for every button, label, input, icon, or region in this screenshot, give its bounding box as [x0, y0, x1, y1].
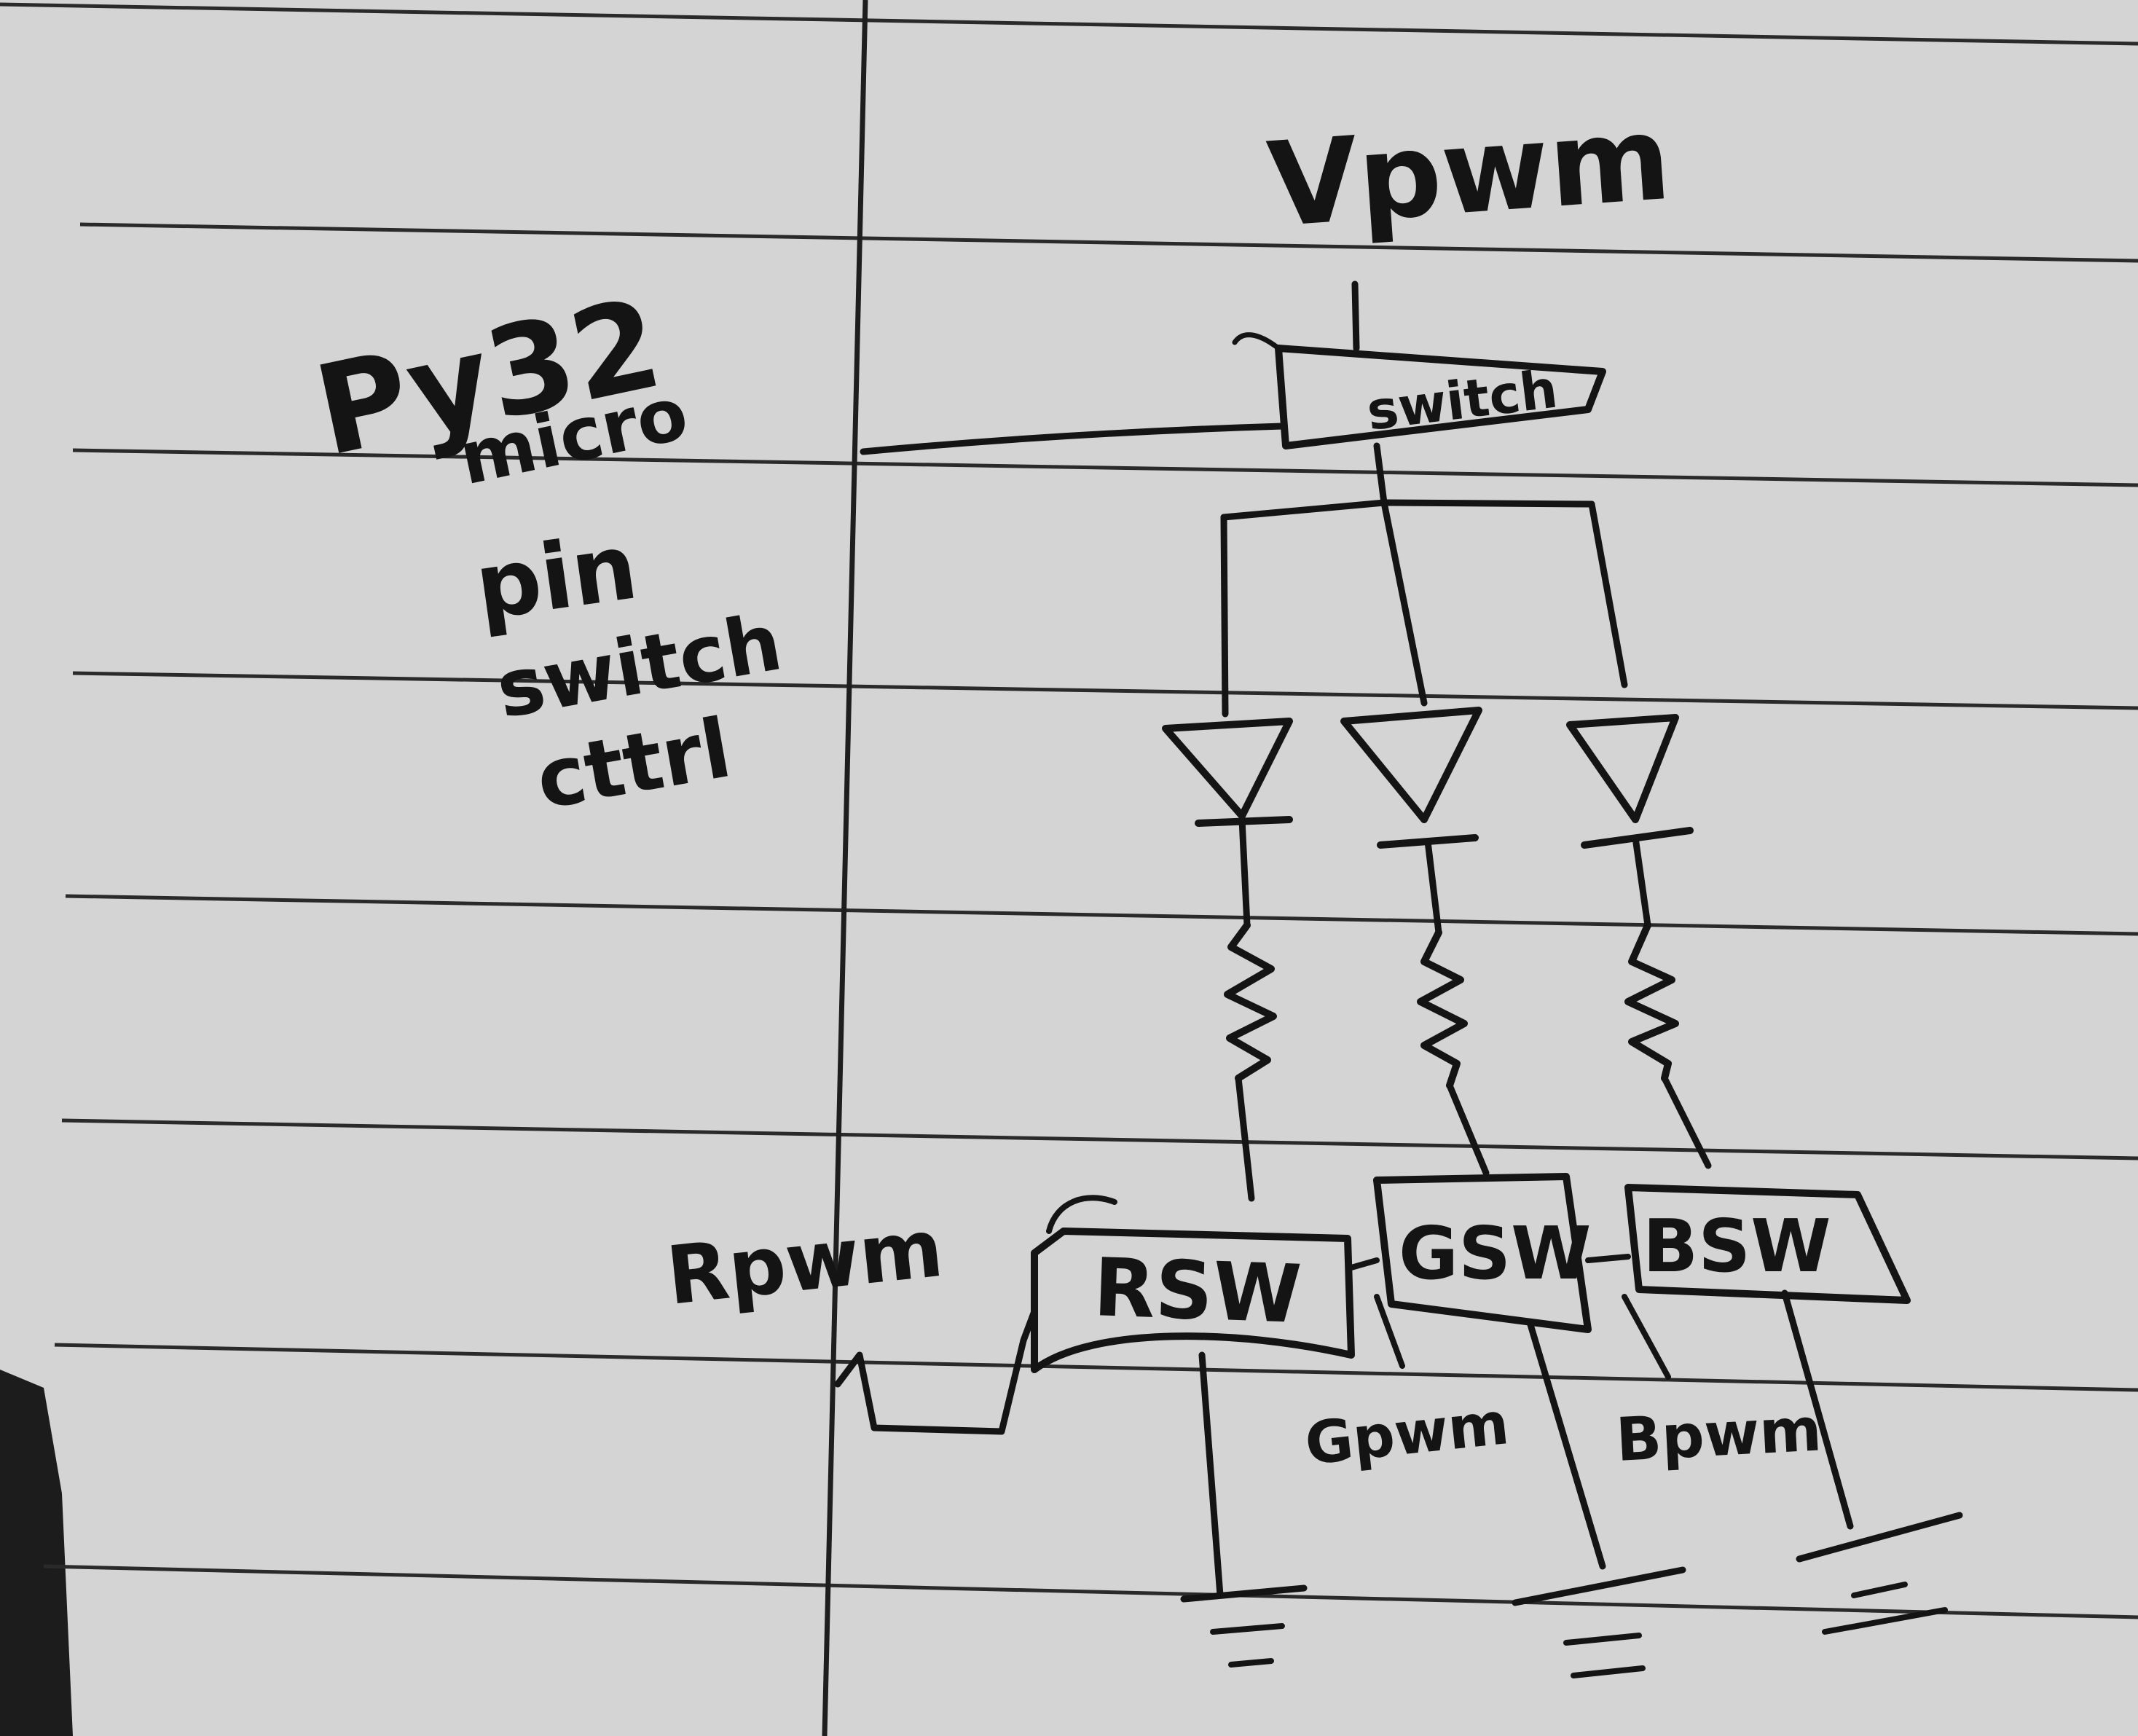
- main-switch-mark: [1232, 332, 1281, 351]
- ruled-line: [65, 894, 2138, 936]
- red-ground-wire: [1198, 1351, 1224, 1599]
- green-ground-wire: [1526, 1319, 1606, 1570]
- blue-gate-wire: [1622, 1294, 1671, 1380]
- ruled-line: [0, 2, 2138, 46]
- pin-label: pin: [469, 514, 643, 640]
- red-branch-wire: [1220, 514, 1229, 718]
- green-ground-icon: [1512, 1566, 1686, 1678]
- page-edge-shadow: [0, 1370, 73, 1736]
- blue-ground-wire: [1781, 1289, 1854, 1530]
- green-branch-wire: [1380, 499, 1428, 707]
- blue-resistor: [1624, 922, 1712, 1169]
- switch-out-wire: [1373, 442, 1388, 506]
- main-switch-box: [1275, 345, 1606, 449]
- red-led-diode: [1162, 718, 1293, 929]
- blue-pwm-label: Bpwm: [1614, 1395, 1823, 1475]
- blue-ground-icon: [1796, 1512, 1963, 1635]
- red-switch-mark: [1046, 1195, 1117, 1234]
- ruled-line: [72, 448, 2138, 487]
- green-resistor: [1417, 929, 1490, 1177]
- green-gate-wire: [1374, 1294, 1405, 1369]
- switch-link: [1348, 1257, 1380, 1270]
- blue-branch-wire: [1588, 500, 1628, 688]
- blue-led-diode: [1566, 714, 1694, 929]
- ruled-lines: [0, 2, 2138, 1619]
- ruled-line: [79, 222, 2138, 263]
- green-switch: GSW: [1373, 1173, 1592, 1333]
- red-switch: RSW: [1031, 1195, 1355, 1373]
- margin-line: [822, 0, 868, 1736]
- red-ground-icon: [1180, 1584, 1308, 1668]
- ruled-line: [61, 1118, 2138, 1160]
- blue-switch: BSW: [1624, 1184, 1911, 1304]
- red-pwm-waveform: [834, 1308, 1038, 1435]
- switch-link: [1585, 1254, 1631, 1263]
- vpwm-label: Vpwm: [1264, 90, 1675, 254]
- vpwm-wire: [1351, 280, 1360, 352]
- red-resistor: [1224, 922, 1277, 1202]
- control-wire: [860, 423, 1286, 455]
- blue-switch-label: BSW: [1643, 1203, 1831, 1289]
- red-switch-label: RSW: [1092, 1241, 1303, 1341]
- ruled-line: [54, 1343, 2138, 1392]
- green-switch-label: GSW: [1399, 1211, 1591, 1296]
- ruled-line: [72, 671, 2138, 710]
- green-led-diode: [1340, 707, 1482, 936]
- ruled-line: [43, 1564, 2138, 1619]
